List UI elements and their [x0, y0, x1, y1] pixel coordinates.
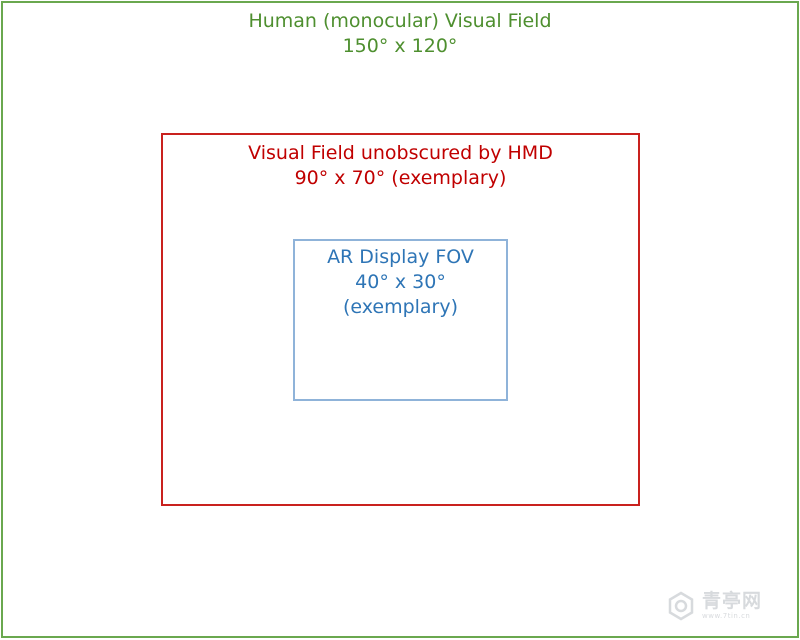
- hmd-unobscured-field-box: Visual Field unobscured by HMD 90° x 70°…: [161, 133, 640, 506]
- watermark-text: 青亭网 www.7tin.cn: [702, 592, 762, 620]
- ar-display-fov-label: AR Display FOV 40° x 30° (exemplary): [295, 245, 506, 320]
- human-visual-field-title: Human (monocular) Visual Field: [248, 10, 552, 32]
- ar-display-fov-box: AR Display FOV 40° x 30° (exemplary): [293, 239, 508, 401]
- hmd-unobscured-field-size: 90° x 70° (exemplary): [294, 167, 507, 189]
- human-visual-field-label: Human (monocular) Visual Field 150° x 12…: [3, 9, 797, 59]
- ar-display-fov-title: AR Display FOV: [327, 246, 474, 268]
- watermark-name: 青亭网: [702, 590, 763, 612]
- hexagon-logo-icon: [668, 591, 694, 621]
- watermark-url: www.7tin.cn: [702, 612, 751, 620]
- hmd-unobscured-field-title: Visual Field unobscured by HMD: [248, 142, 553, 164]
- ar-display-fov-size: 40° x 30°: [355, 271, 446, 293]
- ar-display-fov-note: (exemplary): [342, 296, 459, 318]
- watermark: 青亭网 www.7tin.cn: [666, 588, 784, 624]
- human-visual-field-size: 150° x 120°: [342, 35, 458, 57]
- hmd-unobscured-field-label: Visual Field unobscured by HMD 90° x 70°…: [163, 141, 638, 191]
